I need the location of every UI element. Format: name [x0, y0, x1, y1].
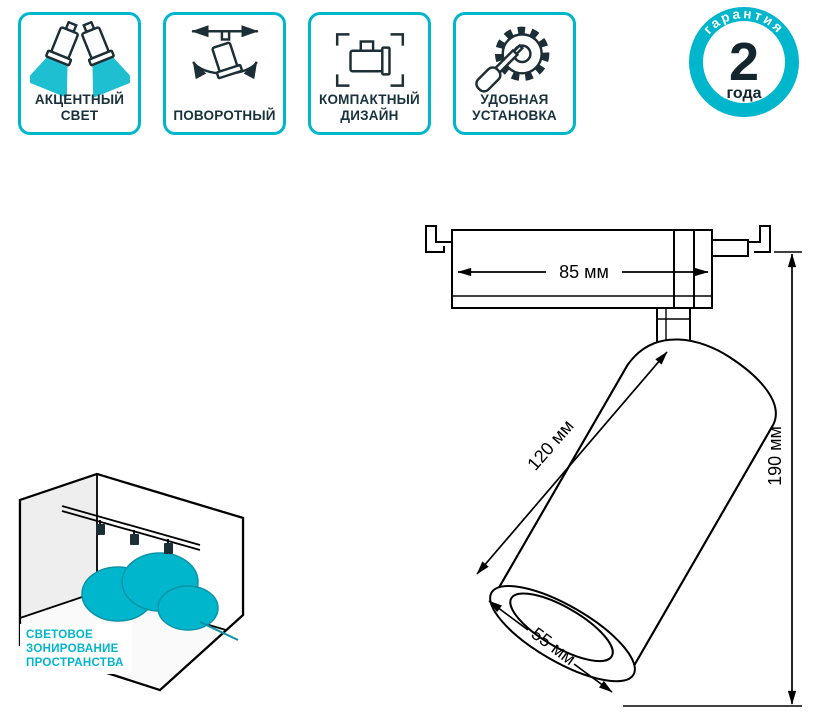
accent-light-icon [29, 21, 130, 98]
feature-card-accent-light: АКЦЕНТНЫЙ СВЕТ [18, 12, 141, 135]
lamp-lens [509, 592, 614, 663]
feature-label-rotating: ПОВОРОТНЫЙ [173, 108, 276, 124]
rotate-icon [190, 25, 259, 80]
feature-card-compact-design: КОМПАКТНЫЙ ДИЗАЙН [308, 12, 431, 135]
zoning-label-line3: ПРОСТРАНСТВА [26, 657, 124, 669]
light-pointer-line [199, 621, 239, 641]
light-pool [81, 552, 219, 631]
track-adapter [425, 225, 771, 309]
right-clip [748, 225, 771, 253]
feature-label-accent-light: АКЦЕНТНЫЙ СВЕТ [34, 92, 125, 124]
warranty-badge: гарантия 2 года [689, 6, 799, 117]
compact-design-icon [335, 33, 404, 87]
badge-unit: года [726, 85, 761, 102]
zoning-label-line1: СВЕТОВОЕ [26, 629, 93, 641]
dim-total-height: 190 мм [623, 251, 802, 707]
lamp-body [489, 338, 777, 683]
feature-label-compact-design: КОМПАКТНЫЙ ДИЗАЙН [319, 92, 420, 124]
dim-track-width: 85 мм [457, 262, 709, 282]
product-dimension-drawing: 85 мм 120 мм 190 мм 55 мм [425, 225, 802, 707]
mini-track-lights [61, 505, 201, 554]
feature-label-easy-installation: УДОБНАЯ УСТАНОВКА [472, 92, 557, 124]
zoning-label-line2: ЗОНИРОВАНИЕ [26, 643, 119, 655]
feature-card-easy-installation: УДОБНАЯ УСТАНОВКА [453, 12, 576, 135]
dim-total-height-label: 190 мм [765, 426, 785, 486]
badge-inner-circle [703, 21, 785, 103]
feature-card-rotating: ПОВОРОТНЫЙ [163, 12, 286, 135]
easy-install-icon [474, 26, 549, 93]
zoning-label-bg [20, 624, 132, 674]
zoning-diagram: СВЕТОВОЕ ЗОНИРОВАНИЕ ПРОСТРАНСТВА [18, 472, 245, 692]
left-clip [425, 225, 452, 253]
dim-track-width-label: 85 мм [559, 262, 609, 282]
right-arm [711, 239, 749, 257]
badge-number: 2 [729, 32, 759, 92]
